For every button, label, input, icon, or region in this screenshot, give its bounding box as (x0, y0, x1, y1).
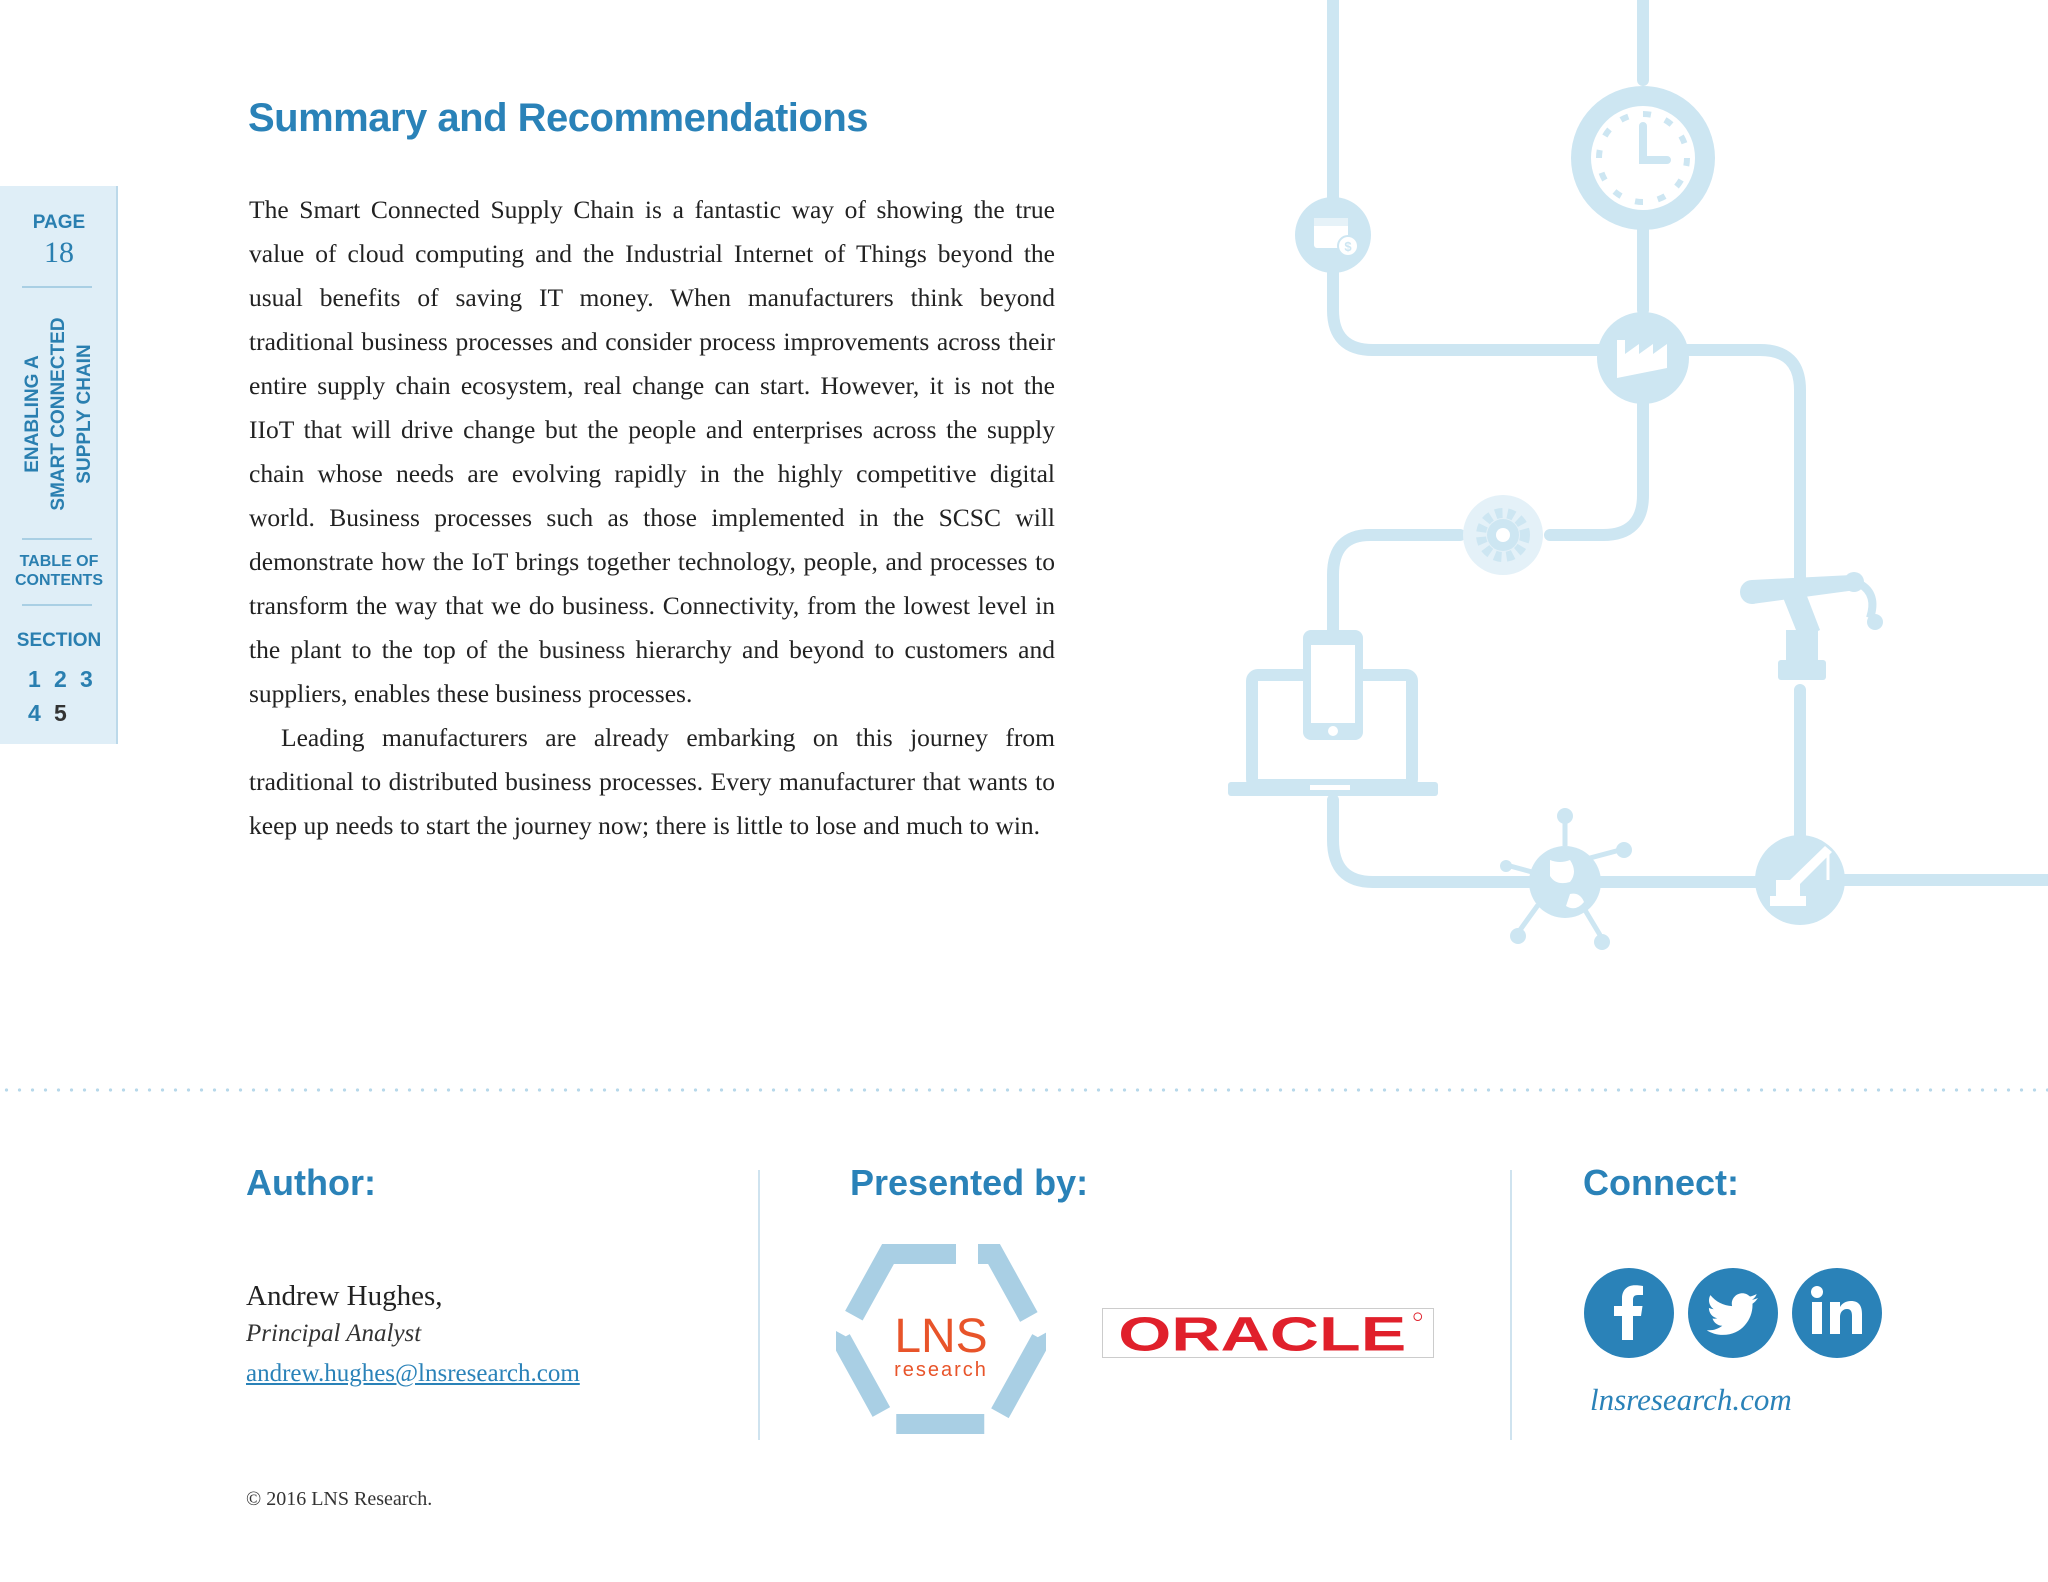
author-email-link[interactable]: andrew.hughes@lnsresearch.com (246, 1360, 580, 1387)
mobile-laptop-icon (1228, 630, 1438, 796)
section-link-1[interactable]: 1 (28, 666, 41, 692)
section-link-3[interactable]: 3 (80, 666, 93, 692)
clock-icon (1571, 86, 1715, 230)
section-label: SECTION (16, 630, 102, 651)
facebook-button[interactable] (1584, 1268, 1674, 1358)
page-number: 18 (44, 236, 74, 269)
website-link[interactable]: lnsresearch.com (1590, 1382, 1792, 1417)
copyright-notice: © 2016 LNS Research. (246, 1488, 433, 1510)
toc-line: CONTENTS (15, 572, 103, 589)
section-link-2[interactable]: 2 (54, 666, 67, 692)
sidebar-divider (22, 604, 92, 606)
globe-network-icon (1500, 808, 1632, 950)
calendar-dollar-icon: $ (1295, 197, 1371, 273)
twitter-button[interactable] (1688, 1268, 1778, 1358)
oracle-logo-text: ORACLE (1118, 1308, 1406, 1358)
dotted-divider (0, 1088, 2048, 1092)
paragraph: The Smart Connected Supply Chain is a fa… (249, 195, 1055, 708)
lns-logo-subtext: research (894, 1359, 988, 1381)
body-text: The Smart Connected Supply Chain is a fa… (249, 188, 1055, 848)
page-label: PAGE (32, 212, 86, 233)
oracle-logo[interactable]: ORACLE (1102, 1308, 1434, 1358)
author-heading: Author: (246, 1162, 376, 1203)
page-title: Summary and Recommendations (248, 96, 869, 140)
sidebar-tab: PAGE 18 ENABLING A SMART CONNECTED SUPPL… (0, 186, 118, 744)
author-name: Andrew Hughes, (246, 1280, 443, 1312)
table-of-contents-link[interactable]: TABLE OF CONTENTS (0, 552, 118, 590)
footer-divider (758, 1170, 760, 1440)
lns-logo-text: LNS (894, 1310, 987, 1363)
gear-icon (1463, 495, 1543, 575)
lns-research-logo[interactable]: LNS research (836, 1244, 1046, 1434)
document-title-vertical[interactable]: ENABLING A SMART CONNECTED SUPPLY CHAIN (22, 314, 95, 514)
paragraph: Leading manufacturers are already embark… (249, 723, 1055, 840)
linkedin-icon (1811, 1286, 1862, 1334)
presented-by-heading: Presented by: (850, 1162, 1089, 1203)
doc-title-line: SMART CONNECTED (48, 317, 69, 511)
twitter-icon (1706, 1293, 1758, 1335)
svg-text:$: $ (1344, 239, 1352, 254)
sidebar-divider (22, 286, 92, 288)
factory-icon (1597, 312, 1689, 404)
doc-title-line: SUPPLY CHAIN (74, 344, 95, 484)
sidebar-divider (22, 538, 92, 540)
doc-title-line: ENABLING A (22, 355, 43, 473)
author-role: Principal Analyst (246, 1320, 422, 1347)
linkedin-button[interactable] (1792, 1268, 1882, 1358)
facebook-icon (1614, 1285, 1643, 1340)
toc-line: TABLE OF (19, 553, 99, 570)
connect-heading: Connect: (1583, 1162, 1739, 1203)
crane-icon (1755, 835, 1845, 925)
robot-arm-icon (1740, 572, 1883, 680)
section-link-4[interactable]: 4 (28, 700, 41, 726)
supply-chain-illustration: $ (1228, 0, 2048, 950)
section-link-5-current[interactable]: 5 (54, 700, 67, 726)
footer-divider (1510, 1170, 1512, 1440)
